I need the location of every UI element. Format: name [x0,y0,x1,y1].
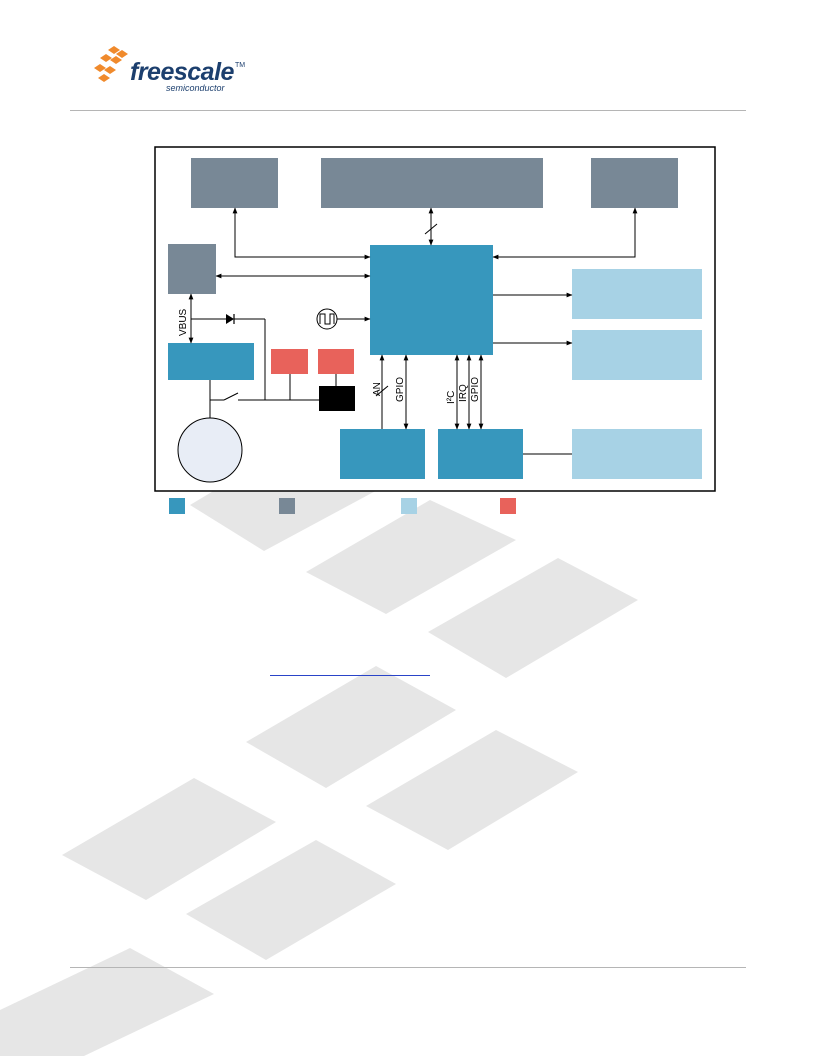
top-right-gray-block [591,158,678,208]
mcu-block [370,245,493,355]
block-diagram: VBUS AN GPIO I²C IRQ GPIO [154,146,716,492]
bottom-teal-block-1 [340,429,425,479]
left-gray-block [168,244,216,294]
irq-label: IRQ [458,384,469,402]
header-divider [70,110,746,111]
legend-swatch-light-blue [401,498,417,514]
vbus-label: VBUS [178,308,189,336]
salmon-block-2 [318,349,354,374]
legend-swatch-gray [279,498,295,514]
an-label: AN [372,382,383,396]
circle-component [177,417,243,483]
reference-link-underline[interactable] [270,675,430,676]
right-light-block-1 [572,269,702,319]
power-teal-block [168,343,254,380]
i2c-label: I²C [446,391,457,404]
top-left-gray-block [191,158,278,208]
black-block [319,386,355,411]
right-light-block-3 [572,429,702,479]
top-center-gray-block [321,158,543,208]
right-light-block-2 [572,330,702,380]
bottom-teal-block-2 [438,429,523,479]
salmon-block-1 [271,349,308,374]
legend-swatch-teal [169,498,185,514]
logo-tagline: semiconductor [166,83,225,93]
logo-wordmark: freescale [130,58,234,86]
freescale-logo-icon [94,46,128,82]
logo-trademark: TM [235,62,246,69]
freescale-logo: freescale TM semiconductor [94,44,254,94]
gpio-left-label: GPIO [395,377,406,402]
footer-divider [70,967,746,968]
gpio-right-label: GPIO [470,377,481,402]
clock-icon [316,308,338,330]
legend-swatch-salmon [500,498,516,514]
diode-icon [226,314,235,324]
